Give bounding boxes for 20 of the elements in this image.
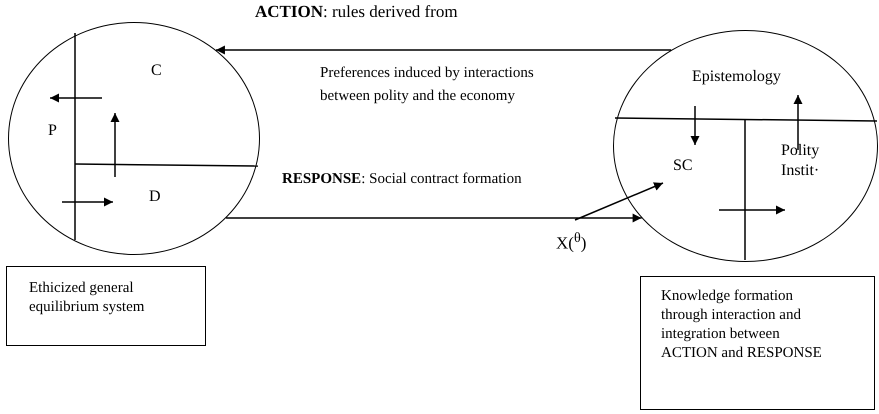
region-label: C: [151, 61, 162, 81]
region-label: SC: [673, 156, 693, 176]
arrow: [110, 113, 120, 177]
arrow: [50, 94, 102, 102]
description-box: Knowledge formation through interaction and integration between ACTION and RESPONSE: [640, 276, 875, 410]
description-box: Ethicized general equilibrium system: [6, 266, 206, 346]
region-label: P: [48, 121, 57, 141]
edge-label: X($^{θ}$): [556, 229, 586, 253]
system-circle: [613, 30, 878, 262]
arrow: [216, 46, 672, 54]
arrow: [690, 106, 700, 145]
arrow: [719, 206, 785, 214]
region-label: Epistemology: [692, 67, 781, 87]
system-circle: [8, 22, 260, 255]
arrow: [794, 95, 802, 150]
region-label: Polity Instit·: [781, 141, 820, 181]
arrow: [574, 182, 664, 221]
arrow: [226, 214, 642, 222]
arrow: [62, 198, 113, 206]
region-label: D: [149, 187, 161, 207]
